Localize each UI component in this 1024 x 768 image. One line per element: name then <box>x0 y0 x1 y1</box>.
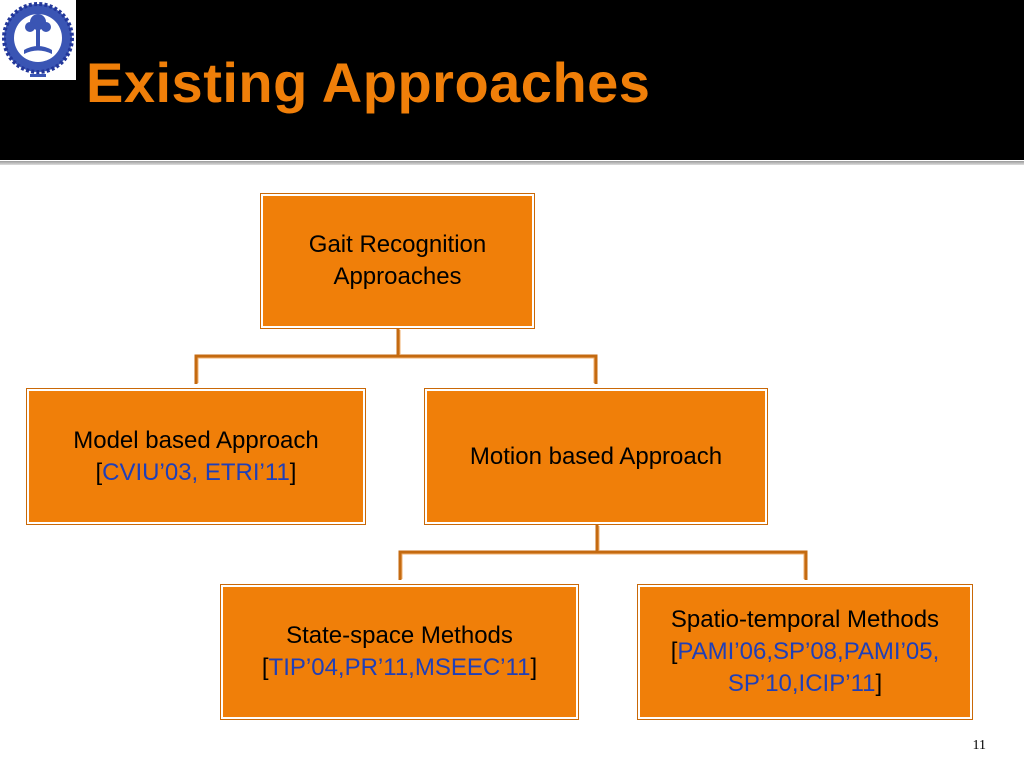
connector-root-to-children <box>194 328 598 384</box>
node-model-label: Model based Approach <box>73 426 319 454</box>
spatio-references-line2: SP’10,ICIP’11 <box>727 670 876 697</box>
node-state-space-refs-line: [TIP’04,PR’11,MSEEC’11] <box>262 652 537 684</box>
slide-number: 11 <box>972 738 986 753</box>
slide-title: Existing Approaches <box>86 51 651 114</box>
bracket-close: ] <box>530 654 538 681</box>
title-divider <box>0 161 1024 165</box>
spatio-references-line1: PAMI’06,SP’08,PAMI’05, <box>677 638 940 665</box>
connector-motion-to-methods <box>398 524 808 580</box>
node-model-based-approach: Model based Approach [CVIU’03, ETRI’11] <box>26 388 366 525</box>
node-spatio-refs-line1: [PAMI’06,SP’08,PAMI’05, <box>671 636 940 668</box>
title-bar <box>0 0 1024 160</box>
bracket-close: ] <box>289 458 297 486</box>
model-references: CVIU’03, ETRI’11 <box>102 458 290 486</box>
node-spatio-label: Spatio-temporal Methods <box>670 606 940 633</box>
bracket-open: [ <box>261 654 269 681</box>
node-state-space-label: State-space Methods <box>286 622 513 649</box>
node-model-refs-line: [CVIU’03, ETRI’11] <box>73 457 319 489</box>
node-spatio-refs-line2: SP’10,ICIP’11] <box>671 668 940 700</box>
bracket-close: ] <box>875 670 883 697</box>
node-motion-based-approach: Motion based Approach <box>424 388 768 525</box>
state-space-references: TIP’04,PR’11,MSEEC’11 <box>268 654 531 681</box>
node-root-line2: Approaches <box>333 263 462 290</box>
node-state-space-methods: State-space Methods [TIP’04,PR’11,MSEEC’… <box>220 584 579 720</box>
node-root-line1: Gait Recognition <box>308 231 487 258</box>
bracket-open: [ <box>95 458 103 486</box>
node-spatio-temporal-methods: Spatio-temporal Methods [PAMI’06,SP’08,P… <box>637 584 973 720</box>
bracket-open: [ <box>670 638 678 665</box>
node-motion-label: Motion based Approach <box>469 442 723 470</box>
node-gait-recognition-approaches: Gait Recognition Approaches <box>260 193 535 329</box>
institute-emblem-icon <box>0 0 76 80</box>
